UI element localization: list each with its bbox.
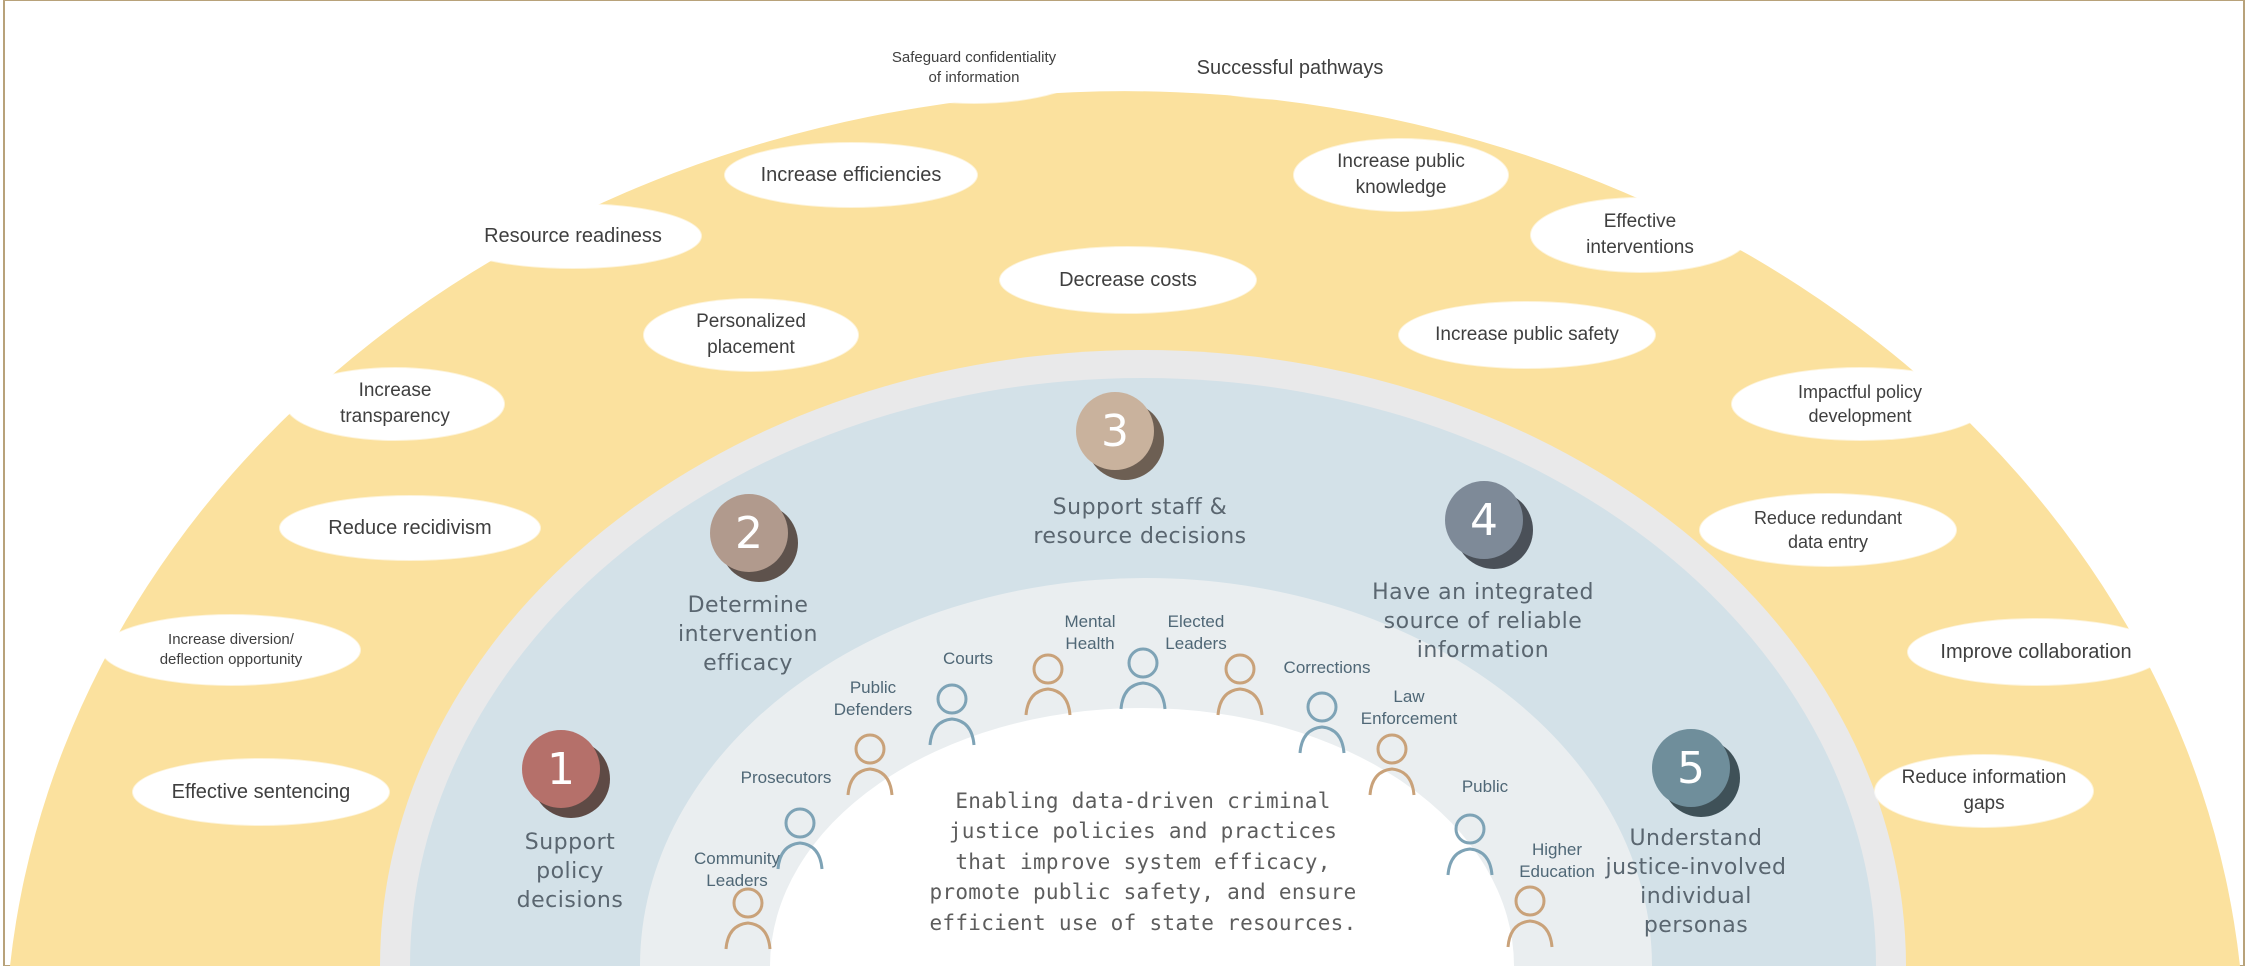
- stakeholder-label: Community Leaders: [694, 849, 780, 891]
- stakeholder-label: Prosecutors: [740, 768, 832, 787]
- person-blue-icon: [928, 683, 976, 746]
- benefit-pill: Increase diversion/ deflection opportuni…: [102, 615, 360, 685]
- benefit-text: Increase public knowledge: [1337, 151, 1465, 198]
- step-4-badge: 4: [1445, 481, 1533, 569]
- benefit-pill: Safeguard confidentiality of information: [860, 33, 1088, 103]
- step-number: 5: [1652, 729, 1730, 807]
- benefit-pill: Personalized placement: [644, 299, 858, 371]
- stakeholder-label: Law Enforcement: [1360, 687, 1458, 729]
- step-number: 1: [522, 730, 600, 808]
- benefit-pill: Reduce redundant data entry: [1700, 494, 1956, 566]
- step-3-label: Support staff & resource decisions: [1033, 495, 1247, 550]
- benefit-text: Resource readiness: [484, 224, 662, 247]
- step-5-label: Understand justice-involved individual p…: [1605, 826, 1787, 939]
- stakeholder-label: Higher Education: [1519, 840, 1595, 882]
- person-blue-icon: [1298, 691, 1346, 754]
- benefit-text: Improve collaboration: [1940, 640, 2132, 663]
- benefit-text: Impactful policy development: [1797, 381, 1923, 426]
- step-2-label: Determine intervention efficacy: [678, 593, 818, 677]
- benefit-pill: Resource readiness: [445, 204, 701, 268]
- person-tan-icon: [1216, 653, 1264, 716]
- person-tan-icon: [1368, 733, 1416, 796]
- benefit-text: Effective sentencing: [171, 780, 351, 803]
- benefit-text: Increase diversion/ deflection opportuni…: [159, 630, 303, 668]
- benefit-text: Successful pathways: [1196, 56, 1384, 79]
- step-1-label: Support policy decisions: [516, 830, 624, 914]
- step-4-label: Have an integrated source of reliable in…: [1372, 580, 1594, 664]
- stakeholder-label: Public Defenders: [833, 678, 913, 720]
- benefit-text: Increase efficiencies: [760, 163, 942, 186]
- benefit-pill: Reduce information gaps: [1875, 755, 2093, 827]
- center-core: [770, 708, 1514, 966]
- benefit-text: Decrease costs: [1059, 268, 1197, 291]
- person-blue-icon: [1446, 813, 1494, 876]
- benefit-pill: Improve collaboration: [1908, 619, 2164, 685]
- step-number: 4: [1445, 481, 1523, 559]
- step-3-badge: 3: [1076, 392, 1164, 480]
- step-number: 2: [710, 494, 788, 572]
- benefit-text: Safeguard confidentiality of information: [891, 48, 1057, 86]
- outer-frame: [3, 0, 2245, 966]
- person-tan-icon: [724, 887, 772, 950]
- step-5-badge: 5: [1652, 729, 1740, 817]
- benefit-text: Reduce information gaps: [1901, 767, 2067, 814]
- benefit-pill: Increase public knowledge: [1294, 139, 1508, 211]
- benefit-pill: Impactful policy development: [1732, 368, 1988, 440]
- stakeholder-label: Corrections: [1283, 658, 1371, 677]
- center-statement: Enabling data-driven criminal justice po…: [929, 789, 1357, 935]
- benefit-pill: Decrease costs: [1000, 247, 1256, 313]
- benefit-pill: Effective sentencing: [133, 759, 389, 825]
- person-tan-icon: [1506, 885, 1554, 948]
- benefit-pill: Reduce recidivism: [280, 496, 540, 560]
- benefit-text: Reduce recidivism: [328, 516, 492, 539]
- stakeholder-label: Public: [1461, 777, 1509, 796]
- step-number: 3: [1076, 392, 1154, 470]
- benefit-text: Reduce redundant data entry: [1753, 507, 1903, 552]
- person-tan-icon: [846, 733, 894, 796]
- benefit-text: Increase transparency: [340, 380, 450, 427]
- step-2-badge: 2: [710, 494, 798, 582]
- benefit-text: Personalized placement: [696, 311, 806, 358]
- benefit-pill: Increase efficiencies: [725, 143, 977, 207]
- benefit-pill: Successful pathways: [1174, 37, 1406, 99]
- benefit-text: Effective interventions: [1586, 211, 1694, 258]
- person-blue-icon: [1119, 647, 1167, 710]
- person-blue-icon: [776, 807, 824, 870]
- stakeholder-label: Courts: [942, 649, 994, 668]
- stakeholder-label: Elected Leaders: [1165, 612, 1227, 654]
- benefit-pill: Increase transparency: [286, 368, 504, 440]
- benefit-pill: Increase public safety: [1399, 302, 1655, 368]
- step-1-badge: 1: [522, 730, 610, 818]
- person-tan-icon: [1024, 653, 1072, 716]
- benefit-text: Increase public safety: [1435, 324, 1619, 346]
- stakeholder-label: Mental Health: [1064, 612, 1116, 654]
- benefit-pill: Effective interventions: [1531, 198, 1749, 272]
